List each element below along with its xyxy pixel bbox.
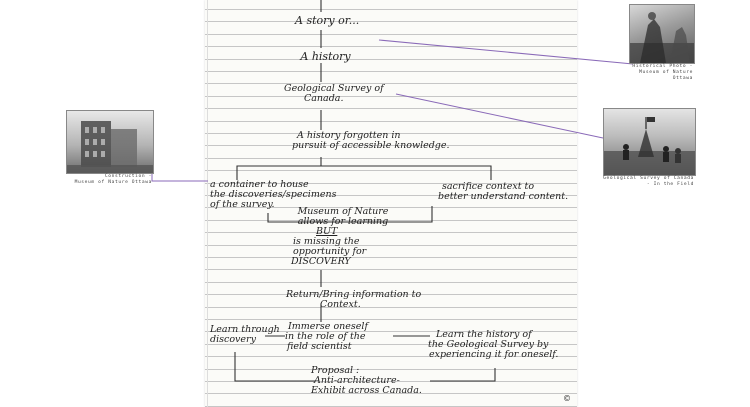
caption-text: Construction - bbox=[104, 174, 152, 179]
survey-photo bbox=[603, 108, 696, 176]
node-text: of the survey. bbox=[210, 199, 275, 210]
node-text: Learn through bbox=[210, 324, 280, 335]
ruled-line bbox=[205, 59, 577, 60]
ruled-line bbox=[205, 96, 577, 97]
caption-text: Museum of Nature bbox=[639, 70, 693, 75]
ruled-line bbox=[205, 21, 577, 22]
node-return-information: Return/Bring information to Context. bbox=[286, 289, 422, 310]
node-text: a container to house bbox=[210, 179, 309, 190]
photo-connector bbox=[378, 39, 634, 65]
node-text: Return/Bring information to bbox=[286, 289, 422, 300]
node-sacrifice: sacrifice context to better understand c… bbox=[438, 182, 573, 202]
ruled-line bbox=[205, 108, 577, 109]
caption-text: Museum of Nature Ottawa bbox=[74, 180, 152, 185]
connector-line bbox=[430, 368, 496, 382]
ruled-line bbox=[205, 381, 577, 382]
caption-text: Historical Photo - bbox=[632, 64, 693, 69]
node-learn-through-discovery: Learn through discovery bbox=[210, 324, 280, 345]
node-text: Anti-architecture- bbox=[314, 375, 400, 386]
ruled-line bbox=[205, 158, 577, 159]
node-text: Exhibit across Canada. bbox=[311, 385, 422, 396]
ruled-line bbox=[205, 9, 577, 10]
photo-connector bbox=[395, 93, 604, 139]
ruled-line bbox=[205, 319, 577, 320]
caption-text: Geological Survey of Canada bbox=[603, 176, 694, 181]
survey-photo-caption: Geological Survey of Canada - In the Fie… bbox=[594, 176, 694, 188]
branch-line bbox=[236, 165, 492, 180]
ruled-line bbox=[205, 121, 577, 122]
construction-photo-caption: Construction - Museum of Nature Ottawa bbox=[66, 174, 152, 186]
node-text: Immerse oneself bbox=[288, 321, 368, 332]
node-text: allows for learning bbox=[297, 216, 389, 227]
node-text: discovery bbox=[210, 334, 256, 345]
node-text: is missing the bbox=[293, 236, 360, 247]
historical-photo bbox=[629, 4, 695, 64]
ruled-line bbox=[205, 369, 577, 370]
ruled-line bbox=[205, 356, 577, 357]
ruled-line bbox=[205, 232, 577, 233]
ruled-line bbox=[205, 393, 577, 394]
ruled-line bbox=[205, 269, 577, 270]
node-text: Context. bbox=[320, 299, 361, 310]
page-mark: © bbox=[563, 394, 571, 403]
node-text: experiencing it for oneself. bbox=[429, 349, 559, 360]
ruled-line bbox=[205, 183, 577, 184]
historical-photo-image bbox=[630, 12, 694, 63]
node-immerse: Immerse oneself in the role of the field… bbox=[285, 322, 395, 352]
node-story: A story or... bbox=[295, 14, 360, 27]
node-text: Canada. bbox=[304, 93, 344, 104]
ruled-line bbox=[205, 294, 577, 295]
node-text: in the role of the bbox=[285, 331, 366, 342]
photo-connector bbox=[151, 157, 208, 182]
notebook-page bbox=[205, 0, 577, 407]
node-text: the discoveries/specimens bbox=[210, 189, 337, 200]
historical-photo-caption: Historical Photo - Museum of Nature Otta… bbox=[629, 64, 693, 82]
survey-photo-image bbox=[604, 117, 695, 175]
node-museum-of-nature: Museum of Nature allows for learning BUT… bbox=[288, 207, 398, 267]
node-learn-history: Learn the history of the Geological Surv… bbox=[428, 330, 568, 360]
caption-text: - In the Field bbox=[646, 182, 694, 187]
node-text: BUT bbox=[316, 226, 338, 237]
node-text: Learn the history of bbox=[436, 329, 532, 340]
node-proposal: Proposal : Anti-architecture- Exhibit ac… bbox=[311, 365, 422, 396]
ruled-line bbox=[205, 145, 577, 146]
ruled-line bbox=[205, 331, 577, 332]
node-text: the Geological Survey by bbox=[428, 339, 549, 350]
ruled-line bbox=[205, 220, 577, 221]
ruled-line bbox=[205, 344, 577, 345]
ruled-line bbox=[205, 170, 577, 171]
node-text: A history forgotten in bbox=[297, 130, 401, 141]
node-text: Geological Survey of bbox=[284, 83, 384, 94]
construction-photo-image bbox=[67, 121, 153, 173]
join-line bbox=[267, 206, 433, 223]
ruled-line bbox=[205, 34, 577, 35]
node-text: DISCOVERY bbox=[291, 256, 351, 267]
node-text: sacrifice context to bbox=[442, 181, 535, 192]
ruled-line bbox=[205, 71, 577, 72]
node-text: field scientist bbox=[287, 341, 352, 352]
node-container: a container to house the discoveries/spe… bbox=[210, 179, 337, 210]
ruled-line bbox=[205, 257, 577, 258]
construction-photo bbox=[66, 110, 154, 174]
caption-text: Ottawa bbox=[672, 76, 693, 81]
node-text: pursuit of accessible knowledge. bbox=[292, 140, 450, 151]
node-history: A history bbox=[300, 50, 351, 63]
ruled-line bbox=[205, 46, 577, 47]
node-geological-survey: Geological Survey of Canada. bbox=[284, 83, 384, 104]
ruled-line bbox=[205, 207, 577, 208]
node-text: better understand content. bbox=[438, 191, 569, 202]
ruled-line bbox=[205, 195, 577, 196]
margin-line bbox=[207, 0, 208, 407]
connector-line bbox=[234, 352, 316, 382]
node-text: Proposal : bbox=[311, 365, 360, 376]
ruled-line bbox=[205, 133, 577, 134]
node-text: opportunity for bbox=[293, 246, 367, 257]
ruled-line bbox=[205, 83, 577, 84]
node-history-forgotten: A history forgotten in pursuit of access… bbox=[292, 130, 450, 151]
ruled-line bbox=[205, 245, 577, 246]
ruled-line bbox=[205, 307, 577, 308]
node-text: Museum of Nature bbox=[297, 206, 389, 217]
ruled-line bbox=[205, 282, 577, 283]
